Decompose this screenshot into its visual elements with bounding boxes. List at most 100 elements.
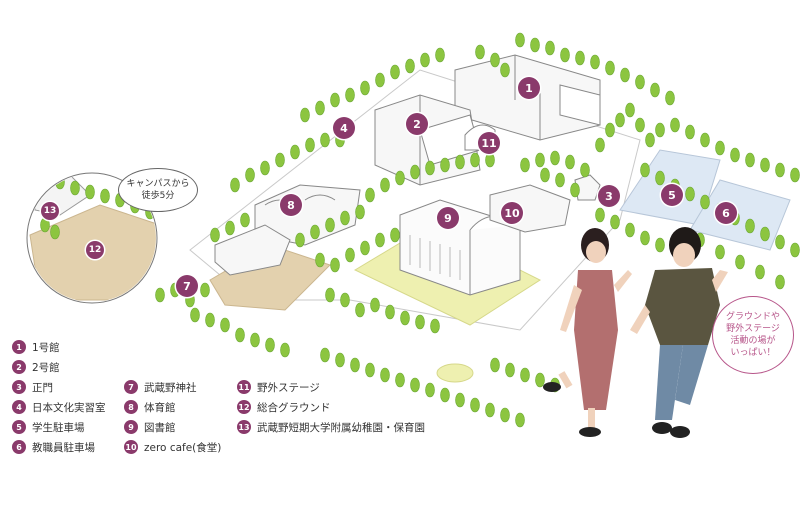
- tree-icon: [655, 170, 665, 186]
- tree-icon: [455, 392, 465, 408]
- tree-icon: [330, 257, 340, 273]
- legend-label: 正門: [32, 381, 53, 394]
- map-marker-12[interactable]: 12: [86, 241, 104, 259]
- tree-icon: [595, 137, 605, 153]
- tree-icon: [440, 387, 450, 403]
- tree-icon: [440, 157, 450, 173]
- tree-icon: [85, 184, 95, 200]
- tree-icon: [290, 144, 300, 160]
- tree-icon: [505, 362, 515, 378]
- legend-badge: 5: [12, 420, 26, 434]
- tree-icon: [685, 186, 695, 202]
- legend-label: 武蔵野短期大学附属幼稚園・保育園: [257, 421, 425, 434]
- tree-icon: [405, 58, 415, 74]
- activities-line1: グラウンドや: [725, 311, 780, 322]
- tree-icon: [70, 180, 80, 196]
- legend-label: 図書館: [144, 421, 176, 434]
- small-lawn: [436, 363, 474, 383]
- map-marker-10[interactable]: 10: [501, 202, 523, 224]
- tree-icon: [745, 152, 755, 168]
- legend-badge: 8: [124, 400, 138, 414]
- tree-icon: [530, 37, 540, 53]
- tree-icon: [245, 167, 255, 183]
- tree-icon: [470, 397, 480, 413]
- activities-line2: 野外ステージ: [726, 323, 780, 334]
- tree-icon: [475, 44, 485, 60]
- walk-time-callout: キャンパスから 徒歩5分: [118, 168, 198, 212]
- tree-icon: [655, 122, 665, 138]
- map-marker-4[interactable]: 4: [333, 117, 355, 139]
- legend-item-9: 9 図書館: [124, 417, 239, 437]
- student-person-1: [543, 228, 632, 437]
- tree-icon: [390, 64, 400, 80]
- tree-icon: [580, 162, 590, 178]
- tree-icon: [490, 357, 500, 373]
- tree-icon: [375, 72, 385, 88]
- legend-badge: 9: [124, 420, 138, 434]
- legend-label: 野外ステージ: [257, 381, 320, 394]
- tree-icon: [365, 362, 375, 378]
- tree-icon: [380, 177, 390, 193]
- tree-icon: [360, 80, 370, 96]
- map-marker-13[interactable]: 13: [41, 202, 59, 220]
- tree-icon: [520, 157, 530, 173]
- tree-icon: [155, 287, 165, 303]
- tree-icon: [205, 312, 215, 328]
- student-person-2: [630, 227, 728, 438]
- tree-icon: [425, 382, 435, 398]
- tree-icon: [225, 220, 235, 236]
- tree-icon: [325, 287, 335, 303]
- legend-badge: 3: [12, 380, 26, 394]
- tree-icon: [635, 74, 645, 90]
- activities-line3: 活動の場が: [730, 336, 776, 346]
- map-marker-6[interactable]: 6: [715, 202, 737, 224]
- map-marker-7[interactable]: 7: [176, 275, 198, 297]
- legend-badge: 6: [12, 440, 26, 454]
- tree-icon: [535, 372, 545, 388]
- tree-icon: [615, 112, 625, 128]
- tree-icon: [315, 252, 325, 268]
- legend-badge: 7: [124, 380, 138, 394]
- legend-badge: 4: [12, 400, 26, 414]
- tree-icon: [395, 170, 405, 186]
- activities-callout: グラウンドや 野外ステージ 活動の場が いっぱい！: [712, 296, 794, 374]
- tree-icon: [655, 237, 665, 253]
- tree-icon: [200, 282, 210, 298]
- map-marker-11[interactable]: 11: [478, 132, 500, 154]
- map-marker-9[interactable]: 9: [437, 207, 459, 229]
- map-marker-2[interactable]: 2: [406, 113, 428, 135]
- tree-icon: [320, 132, 330, 148]
- map-marker-1[interactable]: 1: [518, 77, 540, 99]
- tree-icon: [605, 122, 615, 138]
- tree-icon: [685, 124, 695, 140]
- tree-icon: [330, 92, 340, 108]
- legend-badge: 11: [237, 380, 251, 394]
- map-marker-3[interactable]: 3: [598, 185, 620, 207]
- building-2: [374, 94, 481, 186]
- tree-icon: [275, 152, 285, 168]
- legend-badge: 12: [237, 400, 251, 414]
- tree-icon: [315, 100, 325, 116]
- map-marker-5[interactable]: 5: [661, 184, 683, 206]
- tree-icon: [470, 152, 480, 168]
- tree-icon: [155, 214, 156, 230]
- tree-icon: [500, 62, 510, 78]
- tree-icon: [760, 157, 770, 173]
- tree-icon: [220, 317, 230, 333]
- tree-icon: [490, 52, 500, 68]
- legend-label: 総合グラウンド: [257, 401, 331, 414]
- tree-icon: [325, 217, 335, 233]
- tree-icon: [365, 187, 375, 203]
- legend-label: zero cafe(食堂): [144, 441, 222, 454]
- tree-icon: [265, 337, 275, 353]
- tree-icon: [260, 160, 270, 176]
- tree-icon: [310, 224, 320, 240]
- tree-icon: [500, 407, 510, 423]
- map-marker-8[interactable]: 8: [280, 194, 302, 216]
- tree-icon: [625, 222, 635, 238]
- tree-icon: [595, 207, 605, 223]
- tree-icon: [715, 244, 725, 260]
